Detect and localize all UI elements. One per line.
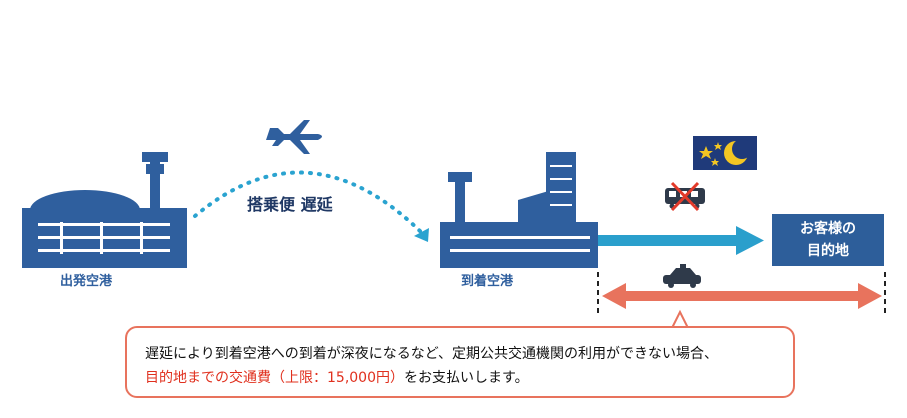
notice-rest: をお支払いします。 bbox=[404, 370, 529, 386]
taxi-icon bbox=[663, 264, 701, 288]
taxi-coverage-arrow bbox=[602, 283, 882, 309]
departure-airport-icon bbox=[22, 152, 187, 268]
departure-airport-label: 出発空港 bbox=[60, 274, 113, 289]
train-crossed-out-icon bbox=[665, 181, 705, 212]
destination-line-2: 目的地 bbox=[807, 243, 849, 259]
destination-box: お客様の 目的地 bbox=[772, 214, 884, 266]
notice-line-1: 遅延により到着空港への到着が深夜になるなど、定期公共交通機関の利用ができない場合… bbox=[145, 346, 719, 362]
moon-and-stars-icon bbox=[693, 136, 757, 170]
notice-line-2: 目的地までの交通費（上限：15,000円）をお支払いします。 bbox=[145, 366, 793, 390]
notice-box: 遅延により到着空港への到着が深夜になるなど、定期公共交通機関の利用ができない場合… bbox=[125, 326, 795, 398]
flight-delay-label: 搭乗便 遅延 bbox=[247, 195, 333, 214]
flight-path-arrowhead bbox=[414, 228, 429, 242]
flight-path bbox=[193, 170, 427, 238]
arrival-airport-label: 到着空港 bbox=[461, 274, 514, 289]
arrival-airport-icon bbox=[440, 152, 598, 268]
notice-highlight: 目的地までの交通費（上限：15,000円） bbox=[145, 370, 404, 386]
route-arrow bbox=[598, 226, 764, 255]
destination-line-1: お客様の bbox=[800, 221, 856, 237]
airplane-icon bbox=[266, 120, 322, 154]
